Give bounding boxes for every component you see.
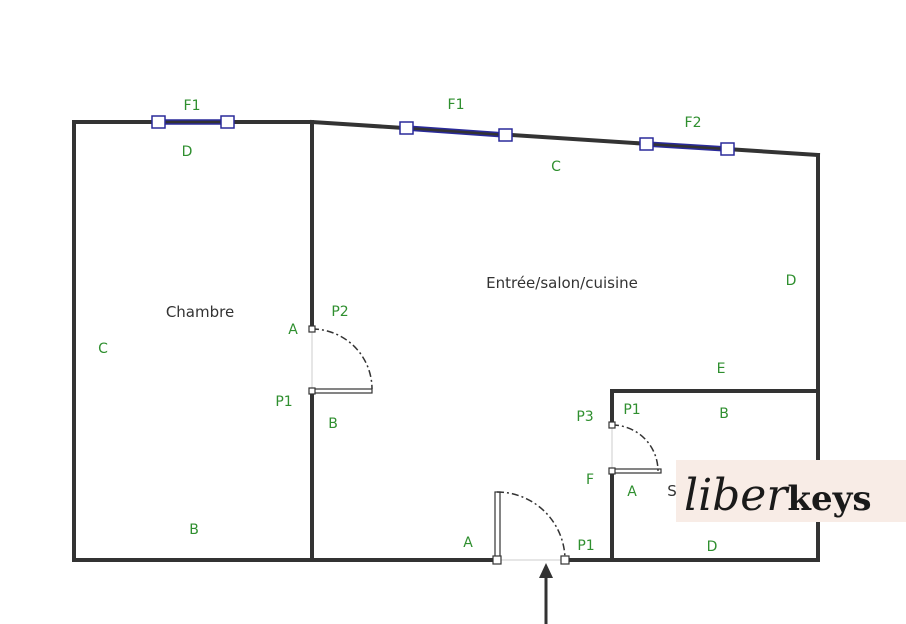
door-small-room (608, 421, 662, 475)
window-sejour-1 (399, 121, 513, 142)
logo-text-part1: liber (684, 470, 790, 521)
door-entrance (492, 491, 570, 565)
wall-label-chambre-door-p2: P2 (331, 304, 348, 320)
window-sejour-2 (639, 137, 735, 156)
wall-label-chambre-bottom: B (189, 522, 199, 538)
windows (151, 115, 735, 156)
logo-text-part2: keys (787, 479, 871, 519)
wall-label-chambre-door-a: A (288, 322, 298, 338)
window-label-chambre: F1 (184, 98, 201, 114)
room-label-small-room: S (667, 482, 677, 500)
entrance-arrow-icon (539, 563, 553, 624)
wall-label-room-p3: P3 (576, 409, 593, 425)
wall-label-sejour-right: D (786, 273, 797, 289)
wall-label-room-a: A (627, 484, 637, 500)
wall-label-room-p1: P1 (623, 402, 640, 418)
wall-label-entrance-p1: P1 (577, 538, 594, 554)
outer-wall-top-right (309, 119, 821, 158)
wall-label-chambre-door-p1: P1 (275, 394, 292, 410)
logo-text: liberkeys (684, 470, 871, 521)
window-chambre (151, 115, 235, 129)
window-label-sejour-2: F2 (685, 115, 702, 131)
wall-label-entrance-a: A (463, 535, 473, 551)
wall-label-chambre-top: D (182, 144, 193, 160)
room-label-chambre: Chambre (166, 303, 234, 321)
wall-label-chambre-left: C (98, 341, 108, 357)
logo-band (676, 460, 906, 522)
wall-label-room-f: F (586, 472, 594, 488)
wall-label-chambre-door-b: B (328, 416, 338, 432)
walls (72, 119, 821, 562)
wall-label-sejour-top: C (551, 159, 561, 175)
door-chambre (308, 325, 373, 395)
wall-label-room-d: D (707, 539, 718, 555)
window-label-sejour-1: F1 (448, 97, 465, 113)
liberkeys-logo: liberkeys (676, 460, 906, 522)
room-label-sejour: Entrée/salon/cuisine (486, 274, 638, 292)
wall-label-room-b: B (719, 406, 729, 422)
wall-label-room-top: E (717, 361, 726, 377)
